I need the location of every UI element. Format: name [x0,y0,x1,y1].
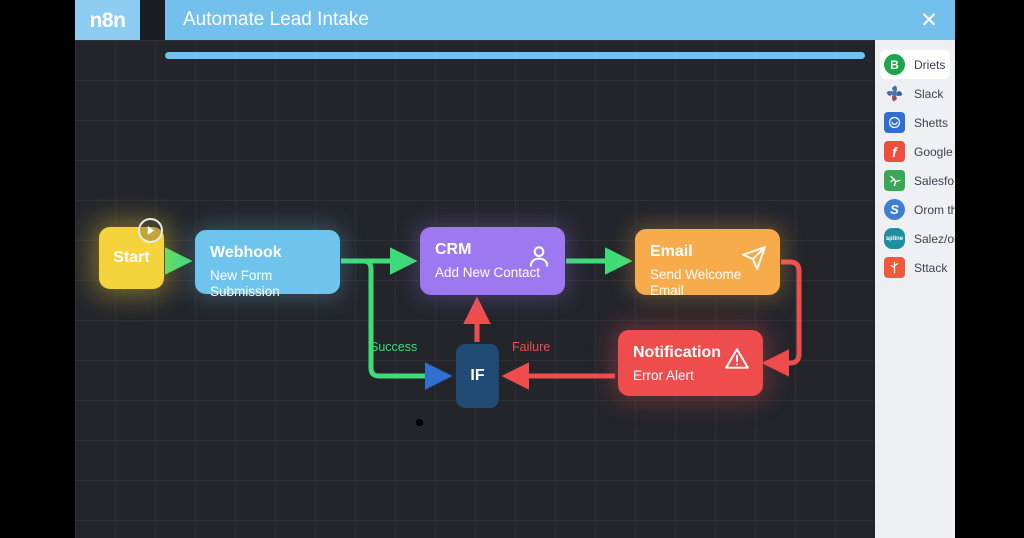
sidebar-item-label: Sttack [914,260,948,275]
spline-icon: spline [884,228,905,249]
node-email[interactable]: Email Send Welcome Email [635,229,780,298]
sidebar-item-salez[interactable]: spline Salez/or [880,224,955,253]
node-palette-sidebar[interactable]: B Driets Slack Shet [875,40,955,538]
sidebar-item-label: Driets [914,57,946,72]
user-icon [526,243,552,269]
node-if-title: IF [470,367,485,385]
stack-icon [884,257,905,278]
sidebar-item-salesforce[interactable]: Salesfo [880,166,954,195]
sidebar-item-label: Google [914,144,953,159]
node-notification-subtitle: Error Alert [633,368,694,384]
node-crm[interactable]: CRM Add New Contact [420,227,565,295]
sidebar-item-label: Salez/or [914,231,955,246]
stripe-icon: S [884,199,905,220]
logo-text: n8n [89,8,126,32]
sidebar-item-slack[interactable]: Slack [880,79,950,108]
app-header: n8n ✦ Automate Lead Intake ✕ [75,0,955,40]
edge-label-success: Success [370,340,418,354]
sidebar-item-orom[interactable]: S Orom th [880,195,955,224]
page-title: Automate Lead Intake [183,9,369,30]
node-if[interactable]: IF [456,344,499,408]
node-webhook[interactable]: Webhook New Form Submission [195,230,340,299]
node-crm-subtitle: Add New Contact [435,265,541,281]
header-divider [140,0,165,40]
progress-bar [165,52,865,59]
paper-plane-icon [741,245,767,271]
node-email-title: Email [650,243,693,260]
salesforce-icon [884,170,905,191]
workflow-canvas[interactable]: Success Failure Start Webhook New Form S… [75,40,955,538]
n8n-logo[interactable]: n8n ✦ [75,0,955,40]
close-icon[interactable]: ✕ [920,8,938,32]
node-email-subtitle: Send Welcome Email [650,267,742,299]
sidebar-item-label: Slack [914,86,944,101]
sidebar-item-label: Salesfo [914,173,955,188]
sidebar-item-sttack[interactable]: Sttack [880,253,950,282]
node-webhook-title: Webhook [210,244,282,261]
slack-icon [884,83,905,104]
edge-label-failure: Failure [512,340,551,354]
play-icon[interactable] [138,218,163,243]
sidebar-item-driets[interactable]: B Driets [880,50,950,79]
sheets-icon [884,112,905,133]
connection-edges [165,247,802,390]
node-webhook-subtitle: New Form Submission [210,268,280,300]
node-start-title: Start [113,249,150,267]
sidebar-item-shetts[interactable]: Shetts [880,108,950,137]
sidebar-item-label: Shetts [914,115,949,130]
app-window: n8n ✦ Automate Lead Intake ✕ [75,0,955,538]
sidebar-item-google[interactable]: f Google [880,137,953,166]
drive-icon: B [884,54,905,75]
node-notification[interactable]: Notification Error Alert [618,330,763,396]
node-crm-title: CRM [435,241,472,258]
facebook-icon: f [884,141,905,162]
warning-triangle-icon [724,346,750,372]
canvas-dot-marker [416,419,423,426]
sidebar-item-label: Orom th [914,202,955,217]
node-notification-title: Notification [633,344,721,361]
